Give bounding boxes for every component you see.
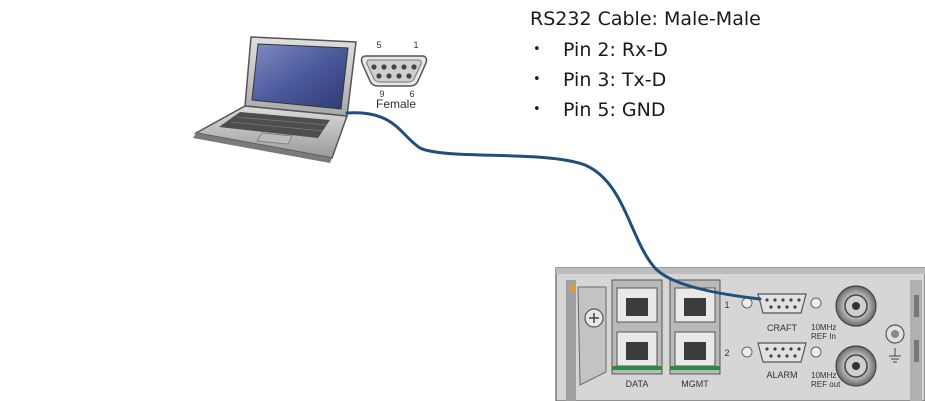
pin-list: • Pin 2: Rx-D • Pin 3: Tx-D • Pin 5: GND <box>530 35 761 125</box>
pin-text: Pin 2: Rx-D <box>563 39 668 61</box>
craft-db9-port <box>758 294 806 313</box>
bullet-icon: • <box>533 95 541 125</box>
pin-label-5: 5 <box>376 40 381 50</box>
pin-label-1: 1 <box>413 40 418 50</box>
alarm-port-label: ALARM <box>766 370 797 380</box>
ref-out-label-line1: 10MHz <box>811 371 836 380</box>
pin-text: Pin 3: Tx-D <box>563 69 666 91</box>
port-row-1-label: 1 <box>724 300 729 310</box>
mgmt-port-stack <box>670 280 720 374</box>
db9-female-connector-icon <box>362 56 427 86</box>
cable-spec-text: RS232 Cable: Male-Male • Pin 2: Rx-D • Pin… <box>530 6 761 125</box>
equipment-front-panel <box>556 268 925 401</box>
ref-in-bnc-connector <box>836 286 876 326</box>
pin-list-item: • Pin 2: Rx-D <box>530 35 761 65</box>
connector-gender-label: Female <box>376 97 416 111</box>
ref-in-label-line1: 10MHz <box>811 323 836 332</box>
data-port-label: DATA <box>626 379 649 389</box>
bullet-icon: • <box>533 65 541 95</box>
ref-out-bnc-connector <box>836 346 876 386</box>
craft-port-label: CRAFT <box>767 323 797 333</box>
pin-text: Pin 5: GND <box>563 99 666 121</box>
bullet-icon: • <box>533 35 541 65</box>
cable-spec-title: RS232 Cable: Male-Male <box>530 6 761 32</box>
ref-in-label-line2: REF In <box>811 332 836 341</box>
pin-list-item: • Pin 3: Tx-D <box>530 65 761 95</box>
ref-out-label-line2: REF out <box>811 380 841 389</box>
port-row-2-label: 2 <box>724 348 729 358</box>
alarm-db9-port <box>758 343 806 362</box>
laptop-icon <box>193 37 356 163</box>
pin-list-item: • Pin 5: GND <box>530 95 761 125</box>
mgmt-port-label: MGMT <box>681 379 709 389</box>
data-port-stack <box>612 280 662 374</box>
